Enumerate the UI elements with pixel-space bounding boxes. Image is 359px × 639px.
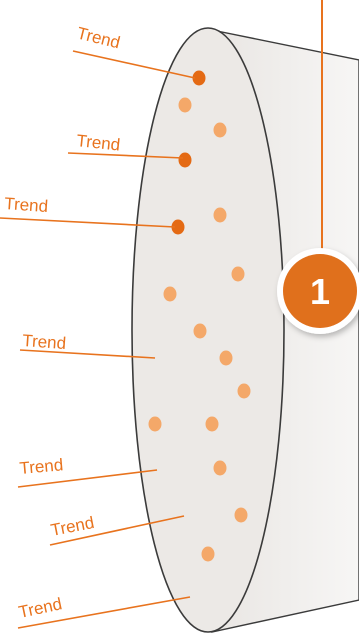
data-dot — [235, 508, 248, 523]
trend-label: Trend — [19, 455, 64, 478]
data-dot — [214, 461, 227, 476]
data-dot — [179, 98, 192, 113]
data-dot — [194, 324, 207, 339]
trend-label: Trend — [17, 594, 64, 622]
cylinder-face — [132, 28, 284, 632]
trend-label: Trend — [22, 331, 67, 353]
trend-label: Trend — [76, 131, 122, 154]
data-dot — [232, 267, 245, 282]
step-badge-number: 1 — [310, 271, 330, 312]
data-dot — [214, 208, 227, 223]
data-dot — [164, 287, 177, 302]
data-dot — [179, 153, 192, 168]
trend-label: Trend — [4, 194, 49, 216]
data-dot — [214, 123, 227, 138]
data-dot — [149, 417, 162, 432]
data-dot — [220, 351, 233, 366]
data-dot — [238, 384, 251, 399]
data-dot — [206, 417, 219, 432]
trend-label: Trend — [75, 23, 122, 52]
data-dot — [202, 547, 215, 562]
